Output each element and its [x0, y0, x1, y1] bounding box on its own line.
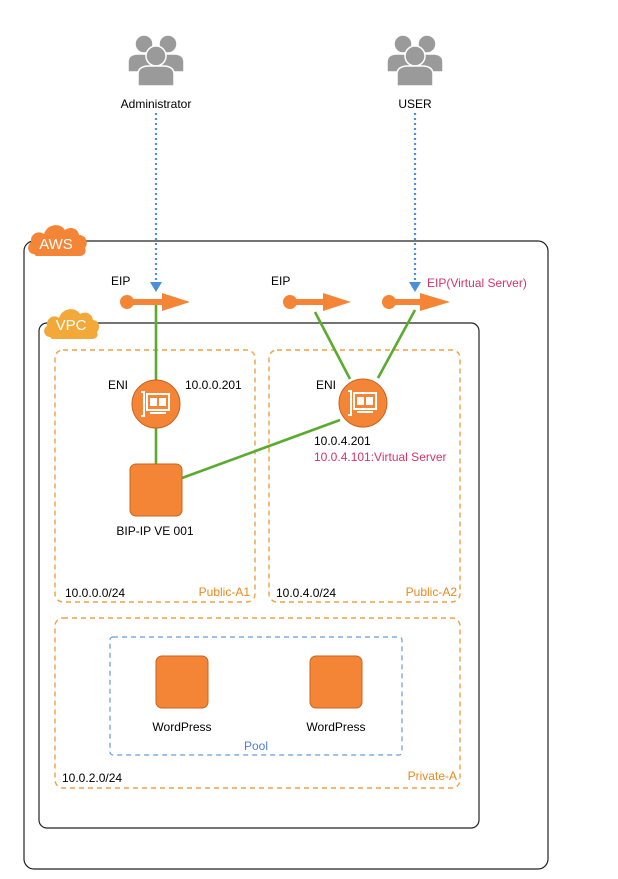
vpc-label: VPC: [56, 317, 87, 334]
eip-arrow-3: [382, 293, 450, 311]
public-a1-name: Public-A1: [199, 585, 251, 599]
eip1-label: EIP: [111, 274, 130, 288]
bigip-label: BIP-IP VE 001: [116, 524, 193, 538]
public-a2-cidr: 10.0.4.0/24: [276, 586, 336, 600]
vpc-cloud-badge: VPC: [44, 309, 100, 339]
public-a2-name: Public-A2: [406, 585, 458, 599]
bigip-instance-icon: [129, 463, 183, 517]
eni2-label: ENI: [316, 378, 336, 392]
eni1-ip: 10.0.0.201: [185, 378, 242, 392]
wordpress-2-label: WordPress: [306, 720, 365, 734]
wordpress-2-instance-icon: [309, 655, 363, 709]
pool-box: [109, 636, 403, 756]
eni-1-icon: [131, 379, 181, 429]
eip-arrow-1: [120, 293, 190, 311]
wordpress-1-label: WordPress: [152, 720, 211, 734]
eni-2-icon: [338, 378, 388, 428]
network-links: [154, 305, 417, 480]
pool-label: Pool: [244, 739, 268, 753]
admin-arrowhead: [150, 282, 162, 292]
eip3-label: EIP(Virtual Server): [427, 276, 527, 290]
eni1-label: ENI: [108, 378, 128, 392]
aws-cloud-badge: AWS: [28, 225, 87, 256]
subnet-public-a2: [268, 349, 461, 603]
wordpress-1-instance-icon: [155, 655, 209, 709]
user-label: USER: [398, 97, 432, 111]
aws-container: [23, 240, 549, 870]
eip-arrow-2: [283, 293, 351, 311]
private-a-name: Private-A: [408, 769, 457, 783]
public-a1-cidr: 10.0.0.0/24: [65, 586, 125, 600]
private-a-cidr: 10.0.2.0/24: [62, 771, 122, 785]
aws-label: AWS: [39, 236, 73, 253]
user-users-icon: [386, 34, 444, 87]
user-arrowhead: [409, 282, 421, 292]
vpc-container: [38, 322, 480, 829]
administrator-label: Administrator: [121, 97, 192, 111]
eni2-ip: 10.0.4.201: [314, 434, 371, 448]
eip2-label: EIP: [271, 274, 290, 288]
subnet-private-a: [54, 617, 461, 789]
administrator-users-icon: [127, 34, 185, 87]
eni2-vip: 10.0.4.101:Virtual Server: [314, 450, 447, 464]
